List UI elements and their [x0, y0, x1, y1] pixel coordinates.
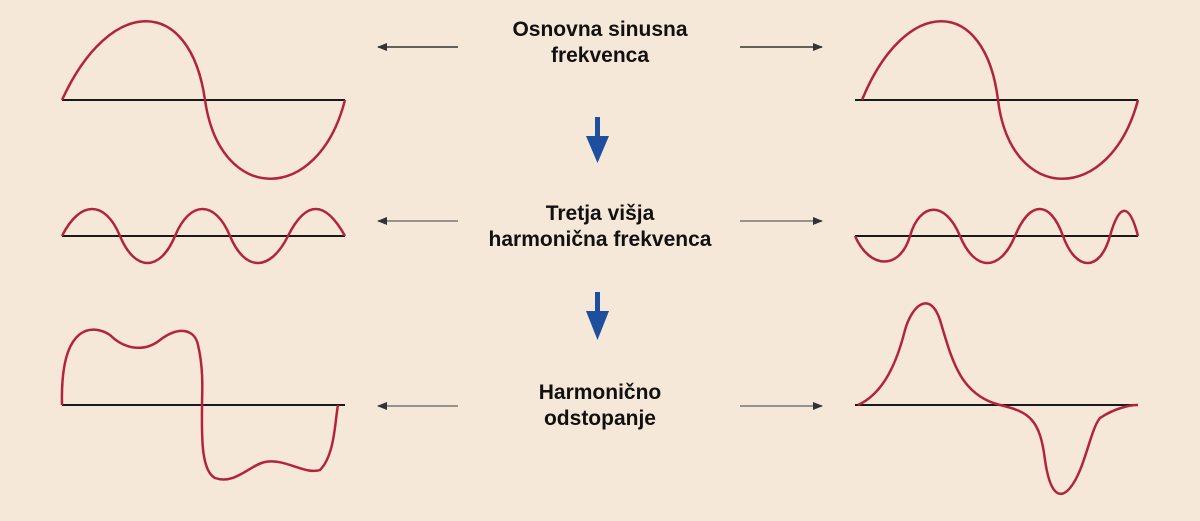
label-third-harmonic-line1: Tretja višja: [545, 202, 655, 225]
third-harmonic-wave-right: [853, 207, 1140, 265]
blue-down-arrow-icon: [586, 117, 609, 163]
fundamental-wave-left: [60, 20, 347, 180]
label-fundamental: Osnovna sinusna frekvenca: [450, 17, 750, 69]
label-third-harmonic-line2: harmonična frekvenca: [488, 228, 712, 251]
distorted-wave-right: [857, 302, 1139, 495]
label-distortion-line1: Harmonično: [538, 381, 662, 404]
label-distortion-line2: odstopanje: [543, 407, 656, 430]
label-distortion: Harmonično odstopanje: [450, 380, 750, 432]
label-third-harmonic: Tretja višja harmonična frekvenca: [450, 201, 750, 253]
distorted-wave-left: [60, 328, 340, 481]
fundamental-wave-right: [860, 20, 1140, 180]
label-fundamental-line2: frekvenca: [550, 44, 650, 67]
blue-down-arrow-icon: [586, 292, 609, 340]
label-fundamental-line1: Osnovna sinusna: [512, 18, 688, 41]
third-harmonic-wave-left: [60, 207, 347, 265]
